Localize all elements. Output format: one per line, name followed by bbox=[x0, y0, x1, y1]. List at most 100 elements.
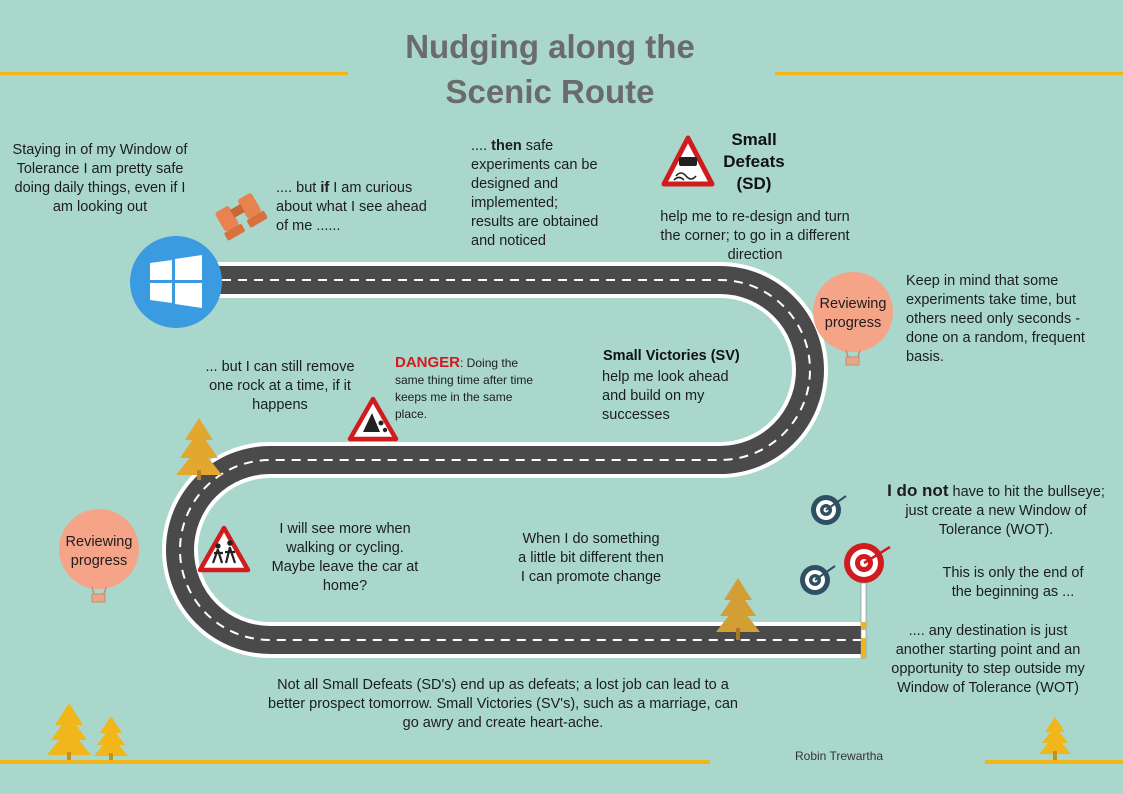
different-line: I can promote change bbox=[520, 569, 662, 585]
small-defeats-desc: help me to re-design and turn the corner… bbox=[640, 208, 870, 265]
then-line: experiments can be bbox=[471, 157, 598, 173]
walking-line: I will see more when bbox=[279, 521, 411, 537]
author-credit: Robin Trewartha bbox=[795, 749, 884, 763]
then-line: implemented; bbox=[471, 195, 559, 211]
slippery-road-sign-icon bbox=[661, 135, 715, 187]
then-line: results are obtained bbox=[471, 214, 599, 230]
tree-icon-bottom-left bbox=[47, 703, 91, 760]
end-beginning-text: This is only the end of the beginning as… bbox=[925, 564, 1101, 602]
danger-label: DANGER bbox=[395, 354, 461, 371]
finish-pole-icon bbox=[860, 582, 867, 659]
keep-in-mind-line: experiments take time, but bbox=[906, 292, 1077, 308]
end-beginning-line: This is only the end of bbox=[942, 565, 1084, 581]
small-defeats-title-line: Small bbox=[731, 130, 777, 149]
target-icon-small-top bbox=[811, 495, 847, 525]
walking-line: home? bbox=[322, 578, 368, 594]
tree-icon-bottom-right bbox=[1039, 717, 1071, 760]
title-line-2: Scenic Route bbox=[445, 73, 655, 110]
bottom-note-line: Not all Small Defeats (SD's) end up as d… bbox=[277, 677, 729, 693]
different-text: When I do something a little bit differe… bbox=[500, 530, 682, 587]
different-line: When I do something bbox=[522, 531, 660, 547]
header-rule-left bbox=[0, 72, 348, 75]
ground-rule-right bbox=[985, 760, 1123, 764]
falling-rocks-sign-icon bbox=[347, 396, 399, 442]
target-icon-small-bottom bbox=[800, 565, 836, 595]
balloon-top-line: progress bbox=[824, 315, 882, 331]
bullseye-line: just create a new Window of bbox=[905, 503, 1087, 519]
bottom-note-line: better prospect tomorrow. Small Victorie… bbox=[268, 696, 738, 712]
danger-line: same thing time after time bbox=[395, 373, 534, 387]
tree-icon-mid bbox=[716, 578, 760, 640]
tree-icon-bottom-left-small bbox=[94, 716, 128, 760]
destination-line: opportunity to step outside my bbox=[891, 661, 1085, 677]
walking-line: Maybe leave the car at bbox=[271, 559, 419, 575]
remove-rock-line: happens bbox=[252, 397, 308, 413]
balloon-left-line: progress bbox=[70, 553, 128, 569]
small-defeats-title: Small Defeats (SD) bbox=[708, 129, 800, 195]
curious-line: of me ...... bbox=[276, 218, 341, 234]
remove-rock-text: ... but I can still remove one rock at a… bbox=[196, 358, 364, 415]
balloon-top-line: Reviewing bbox=[819, 296, 887, 312]
keep-in-mind-line: done on a random, frequent bbox=[906, 330, 1085, 346]
hot-air-balloon-icon-left bbox=[59, 509, 139, 603]
curious-line: about what I see ahead bbox=[276, 199, 427, 215]
remove-rock-line: one rock at a time, if it bbox=[209, 378, 351, 394]
title-line-1: Nudging along the bbox=[405, 28, 695, 65]
balloon-top-label: Reviewing progress bbox=[813, 295, 893, 333]
remove-rock-line: ... but I can still remove bbox=[205, 359, 355, 375]
window-intro-line: Tolerance I am pretty safe bbox=[16, 161, 184, 177]
bottom-note-line: go awry and create heart-ache. bbox=[402, 715, 604, 731]
target-icon-bullseye bbox=[844, 543, 891, 583]
walking-text: I will see more when walking or cycling.… bbox=[257, 520, 433, 596]
header-rule-right bbox=[775, 72, 1123, 75]
window-intro-line: am looking out bbox=[52, 199, 148, 215]
page-title: Nudging along the Scenic Route bbox=[340, 24, 760, 114]
small-victories-line: help me look ahead bbox=[602, 369, 729, 385]
then-text: .... then safe experiments can be design… bbox=[471, 137, 631, 251]
small-defeats-title-line: Defeats bbox=[723, 152, 785, 171]
window-intro-text: Staying in of my Window of Tolerance I a… bbox=[2, 141, 198, 217]
binoculars-icon bbox=[215, 193, 268, 241]
windows-logo-icon bbox=[130, 236, 222, 328]
danger-line: : Doing the bbox=[460, 356, 519, 370]
ground-rule-left bbox=[0, 760, 710, 764]
window-intro-line: Staying in of my Window of bbox=[12, 142, 188, 158]
keep-in-mind-line: others need only seconds - bbox=[906, 311, 1081, 327]
then-post: safe bbox=[521, 138, 554, 154]
bottom-note: Not all Small Defeats (SD's) end up as d… bbox=[238, 676, 768, 733]
destination-line: another starting point and an bbox=[895, 642, 1081, 658]
then-pre: .... bbox=[471, 138, 492, 154]
curious-pre: .... but bbox=[276, 180, 321, 196]
bullseye-line: Tolerance (WOT). bbox=[938, 522, 1054, 538]
children-crossing-sign-icon bbox=[197, 525, 251, 573]
small-defeats-title-line: (SD) bbox=[736, 174, 772, 193]
then-bold: then bbox=[491, 138, 522, 154]
end-beginning-line: the beginning as ... bbox=[951, 584, 1075, 600]
small-defeats-line: direction bbox=[727, 247, 783, 263]
danger-line: keeps me in the same bbox=[395, 390, 513, 404]
curious-post: I am curious bbox=[329, 180, 413, 196]
destination-line: Window of Tolerance (WOT) bbox=[897, 680, 1079, 696]
walking-line: walking or cycling. bbox=[286, 540, 404, 556]
small-defeats-line: help me to re-design and turn bbox=[660, 209, 850, 225]
destination-line: .... any destination is just bbox=[908, 623, 1068, 639]
danger-line: place. bbox=[395, 407, 428, 421]
bullseye-bold: I do not bbox=[887, 481, 949, 500]
balloon-left-label: Reviewing progress bbox=[59, 533, 139, 571]
bullseye-post: have to hit the bullseye; bbox=[948, 484, 1105, 500]
winding-road bbox=[162, 262, 862, 658]
destination-text: .... any destination is just another sta… bbox=[878, 622, 1098, 698]
danger-text: DANGER: Doing the same thing time after … bbox=[395, 354, 565, 423]
tree-icon bbox=[176, 418, 222, 480]
keep-in-mind-text: Keep in mind that some experiments take … bbox=[906, 272, 1106, 367]
small-victories-line: successes bbox=[602, 407, 670, 423]
bullseye-text: I do not have to hit the bullseye; just … bbox=[876, 481, 1116, 540]
different-line: a little bit different then bbox=[518, 550, 664, 566]
keep-in-mind-line: basis. bbox=[906, 349, 944, 365]
hot-air-balloon-icon bbox=[813, 272, 893, 366]
keep-in-mind-line: Keep in mind that some bbox=[906, 273, 1059, 289]
balloon-left-line: Reviewing bbox=[65, 534, 133, 550]
curious-bold: if bbox=[320, 180, 330, 196]
then-line: and noticed bbox=[471, 233, 546, 249]
